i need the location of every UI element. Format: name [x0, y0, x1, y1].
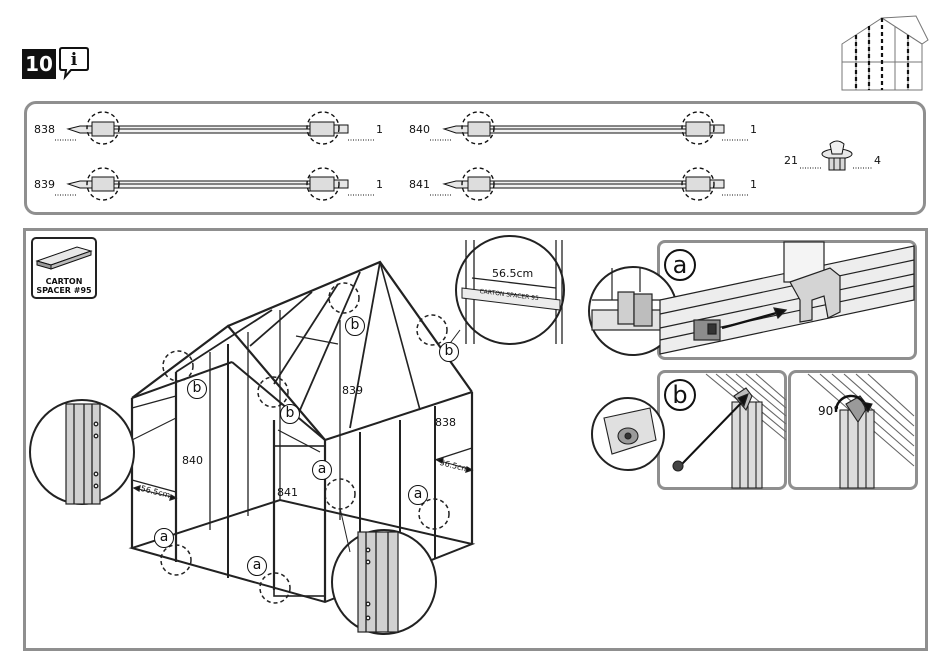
- detail-b-letter: b: [664, 379, 696, 411]
- rotation-label: 90°: [818, 404, 839, 418]
